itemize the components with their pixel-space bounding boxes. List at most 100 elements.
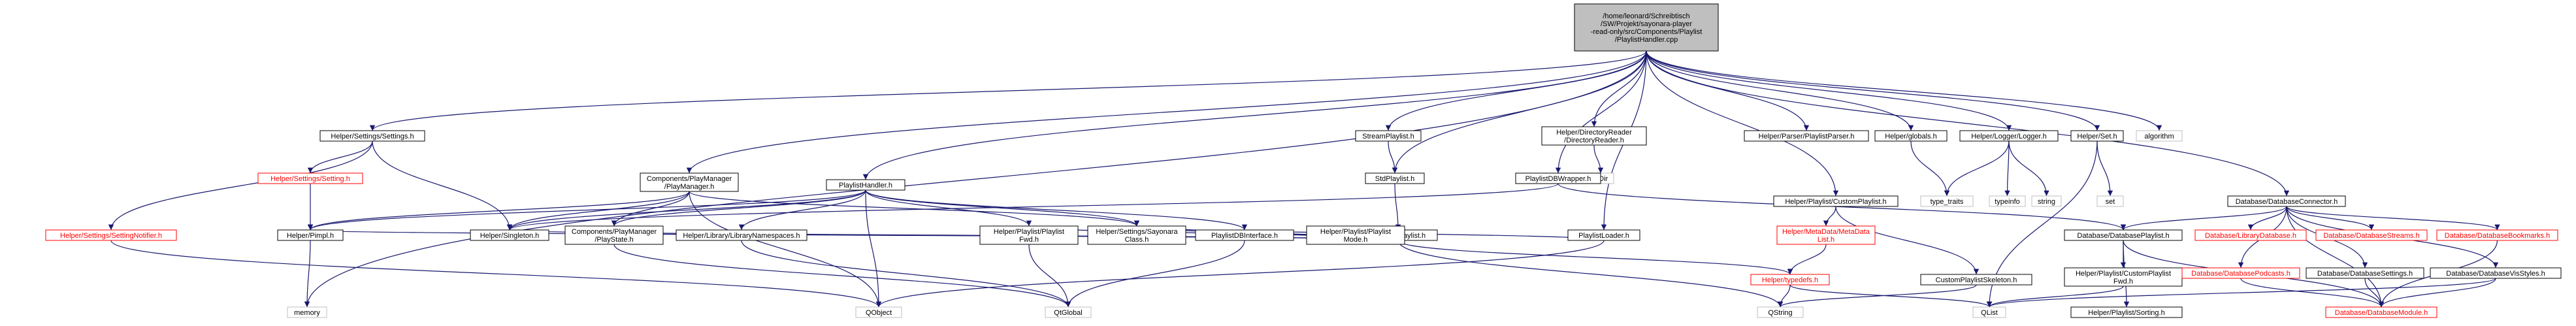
node-box (2325, 306, 2437, 318)
node-set[interactable]: set (2096, 195, 2124, 207)
node-pimpl-h[interactable]: Helper/Pimpl.h (277, 229, 344, 241)
node-box (1306, 225, 1405, 245)
node-label: Helper/Settings/Sayonara (1096, 228, 1178, 236)
node-box (2181, 267, 2300, 279)
edge-root-to-playlisthandler-h (862, 50, 1647, 180)
node-box (855, 306, 902, 318)
node-typedefs-h[interactable]: Helper/typedefs.h (1750, 274, 1830, 285)
edge-playlistloader-h-to-qobject (875, 240, 1605, 308)
node-algorithm[interactable]: algorithm (2136, 130, 2183, 142)
node-dbstreams-h[interactable]: Database/DatabaseStreams.h (2315, 229, 2428, 241)
node-box (1989, 195, 2026, 207)
edge-dbvisstyles-h-to-dbmodule-h (2378, 278, 2496, 308)
node-customplaylist-h[interactable]: Helper/Playlist/CustomPlaylist.h (1773, 195, 1899, 207)
node-settingnotifier-h[interactable]: Helper/Settings/SettingNotifier.h (45, 229, 177, 241)
node-customskeleton-h[interactable]: CustomPlaylistSkeleton.h (1920, 274, 2032, 285)
node-box (2096, 195, 2124, 207)
node-parser-h[interactable]: Helper/Parser/PlaylistParser.h (1744, 130, 1869, 142)
edge-root-to-memory (304, 50, 1647, 308)
node-singleton-h[interactable]: Helper/Singleton.h (470, 229, 549, 241)
edge-playlisthandler-h-to-playstate-h (611, 189, 866, 227)
node-dbpodcasts-h[interactable]: Database/DatabasePodcasts.h (2181, 267, 2300, 279)
node-typeinfo[interactable]: typeinfo (1989, 195, 2026, 207)
node-label: Mode.h (1344, 236, 1368, 244)
node-dbbookmarks-h[interactable]: Database/DatabaseBookmarks.h (2436, 229, 2558, 241)
node-box (640, 172, 739, 192)
edge-settings-h-to-settingnotifier-h (108, 140, 373, 231)
node-label: List.h (1818, 236, 1834, 244)
node-root[interactable]: /home/leonard/Schreibtisch/SW/Projekt/sa… (1574, 3, 1719, 52)
node-box (1757, 306, 1804, 318)
node-dirreader-h[interactable]: Helper/DirectoryReader/DirectoryReader.h (1541, 126, 1647, 146)
node-box (2064, 229, 2183, 241)
node-playlistloader-h[interactable]: PlaylistLoader.h (1567, 229, 1640, 241)
edge-playlisthandler-h-to-dbinterface-h (865, 189, 1248, 231)
node-playlisthandler-h[interactable]: PlaylistHandler.h (826, 179, 905, 191)
node-label: Helper/Set.h (2077, 133, 2117, 140)
node-box (2306, 267, 2424, 279)
node-box (979, 225, 1079, 245)
node-memory[interactable]: memory (287, 306, 327, 318)
node-globals-h[interactable]: Helper/globals.h (1874, 130, 1948, 142)
node-label: PlaylistDBWrapper.h (1525, 175, 1591, 183)
node-stdplaylist-h[interactable]: StdPlaylist.h (1365, 172, 1425, 184)
node-dbvisstyles-h[interactable]: Database/DatabaseVisStyles.h (2430, 267, 2562, 279)
node-box (2315, 229, 2428, 241)
node-dbplaylist-h[interactable]: Database/DatabasePlaylist.h (2064, 229, 2183, 241)
node-box (676, 229, 807, 241)
node-qlist[interactable]: QList (1972, 306, 2006, 318)
node-string[interactable]: string (2031, 195, 2062, 207)
node-playlistdbwrapper-h[interactable]: PlaylistDBWrapper.h (1515, 172, 1601, 184)
edge-playmanager-h-to-qobject (689, 191, 882, 308)
edge-dbinterface-h-to-qtglobal (1065, 240, 1245, 308)
node-type-traits[interactable]: type_traits (1920, 195, 1974, 207)
edge-playlistfwd-h-to-qtglobal (1028, 244, 1071, 308)
node-dbconnector-h[interactable]: Database/DatabaseConnector.h (2227, 195, 2346, 207)
node-playstate-h[interactable]: Components/PlayManager/PlayState.h (564, 225, 664, 245)
node-qstring[interactable]: QString (1757, 306, 1804, 318)
node-dbinterface-h[interactable]: PlaylistDBInterface.h (1195, 229, 1294, 241)
node-label: Helper/MetaData/MetaData (1782, 228, 1870, 236)
node-qtglobal[interactable]: QtGlobal (1045, 306, 1092, 318)
node-set-h[interactable]: Helper/Set.h (2070, 130, 2124, 142)
edge-playmanager-h-to-playstate-h (611, 191, 690, 227)
node-label: StreamPlaylist.h (1362, 133, 1414, 140)
node-label: Database/DatabasePlaylist.h (2077, 232, 2169, 240)
node-box (2031, 195, 2062, 207)
node-logger-h[interactable]: Helper/Logger/Logger.h (1959, 130, 2059, 142)
node-dbmodule-h[interactable]: Database/DatabaseModule.h (2325, 306, 2437, 318)
edge-logger-h-to-type-traits (1944, 140, 2010, 197)
node-label: memory (294, 309, 320, 317)
node-sorting-h[interactable]: Helper/Playlist/Sorting.h (2070, 306, 2183, 318)
edge-set-h-to-set (2096, 140, 2113, 197)
node-box (1920, 274, 2032, 285)
node-label: Components/PlayManager (647, 175, 732, 183)
edge-metadatalist-h-to-typedefs-h (1787, 244, 1827, 275)
node-dbsettings-h[interactable]: Database/DatabaseSettings.h (2306, 267, 2424, 279)
edge-playlisthandler-h-to-singleton-h (506, 189, 866, 231)
edge-settings-h-to-singleton-h (372, 140, 513, 231)
edge-playlisthandler-h-to-libnamespaces-h (738, 189, 866, 231)
node-label: /PlaylistHandler.cpp (1615, 36, 1678, 44)
node-label: Helper/Playlist/CustomPlaylist.h (1785, 198, 1886, 206)
node-qobject[interactable]: QObject (855, 306, 902, 318)
edge-root-to-dbconnector-h (1646, 50, 2290, 197)
edge-dirreader-h-to-qdir (1593, 144, 1604, 174)
node-streamplaylist-h[interactable]: StreamPlaylist.h (1355, 130, 1422, 142)
node-box (2194, 229, 2307, 241)
node-label: /home/leonard/Schreibtisch (1603, 12, 1689, 20)
node-label: StdPlaylist.h (1375, 175, 1415, 183)
node-box (2227, 195, 2346, 207)
node-dblibrary-h[interactable]: Database/LibraryDatabase.h (2194, 229, 2307, 241)
node-setting-h[interactable]: Helper/Settings/Setting.h (257, 172, 363, 184)
node-label: /DirectoryReader.h (1564, 137, 1624, 144)
node-libnamespaces-h[interactable]: Helper/Library/LibraryNamespaces.h (676, 229, 807, 241)
node-playmanager-h[interactable]: Components/PlayManager/PlayManager.h (640, 172, 739, 192)
node-settings-h[interactable]: Helper/Settings/Settings.h (319, 130, 425, 142)
node-label: QList (1981, 309, 1998, 317)
